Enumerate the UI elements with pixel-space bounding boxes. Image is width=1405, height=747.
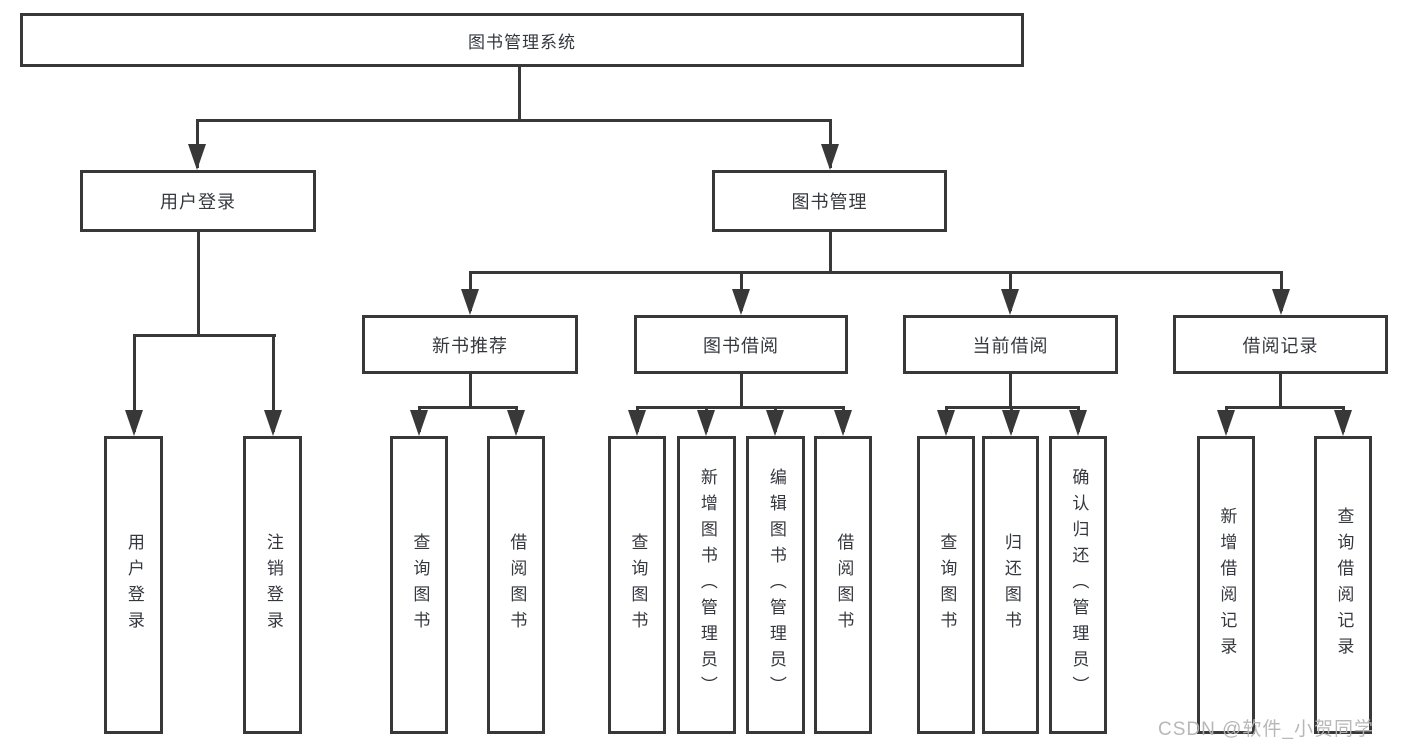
leaf-logout: 注销登录 — [243, 436, 302, 734]
arrow-down-icon — [125, 410, 143, 436]
leaf-user-login-label: 用户登录 — [124, 533, 144, 637]
leaf-add-borrow-record: 新增借阅记录 — [1197, 436, 1255, 734]
watermark-text: CSDN @软件_小贺同学 — [1158, 719, 1374, 740]
connector — [196, 119, 199, 168]
connector — [1225, 406, 1345, 409]
arrow-down-icon — [1069, 410, 1087, 436]
leaf-user-login: 用户登录 — [104, 436, 163, 734]
leaf-query-borrow-record-label: 查询借阅记录 — [1334, 507, 1354, 663]
leaf-confirm-return-admin: 确认归还（管理员） — [1049, 436, 1107, 734]
node-user-login: 用户登录 — [80, 170, 316, 232]
connector — [272, 334, 275, 432]
connector — [636, 406, 845, 409]
leaf-borrow-query-books: 查询图书 — [608, 436, 666, 734]
arrow-down-icon — [1217, 410, 1235, 436]
leaf-edit-books-admin: 编辑图书（管理员） — [746, 436, 805, 734]
leaf-recommend-query-books-label: 查询图书 — [410, 533, 430, 637]
leaf-recommend-borrow-books: 借阅图书 — [487, 436, 545, 734]
arrow-down-icon — [461, 289, 479, 315]
connector — [518, 66, 521, 121]
arrow-down-icon — [264, 410, 282, 436]
arrow-down-icon — [1334, 410, 1352, 436]
arrow-down-icon — [188, 144, 206, 170]
arrow-down-icon — [507, 410, 525, 436]
node-book-borrow-label: 图书借阅 — [703, 335, 779, 356]
connector — [1279, 372, 1282, 409]
node-new-book-recommend-label: 新书推荐 — [432, 335, 508, 356]
leaf-borrow-query-books-label: 查询图书 — [628, 533, 648, 637]
connector — [133, 334, 276, 337]
connector — [1009, 372, 1012, 409]
node-book-management-label: 图书管理 — [791, 192, 868, 212]
leaf-logout-label: 注销登录 — [263, 533, 283, 637]
leaf-recommend-borrow-books-label: 借阅图书 — [507, 533, 527, 637]
arrow-down-icon — [410, 410, 428, 436]
arrow-down-icon — [697, 410, 715, 436]
node-book-borrow: 图书借阅 — [634, 315, 848, 374]
node-root-label: 图书管理系统 — [468, 32, 576, 52]
leaf-recommend-query-books: 查询图书 — [390, 436, 448, 734]
leaf-borrow-books-label: 借阅图书 — [834, 533, 854, 637]
arrow-down-icon — [766, 410, 784, 436]
node-current-borrow: 当前借阅 — [903, 315, 1118, 374]
leaf-confirm-return-admin-label: 确认归还（管理员） — [1069, 468, 1089, 702]
arrow-down-icon — [732, 289, 750, 315]
node-root: 图书管理系统 — [20, 13, 1024, 67]
arrow-down-icon — [821, 144, 839, 170]
connector — [829, 231, 832, 273]
node-borrow-records: 借阅记录 — [1173, 315, 1388, 374]
node-borrow-records-label: 借阅记录 — [1242, 335, 1319, 356]
connector — [469, 372, 472, 409]
connector — [196, 119, 832, 122]
arrow-down-icon — [1272, 289, 1290, 315]
leaf-add-borrow-record-label: 新增借阅记录 — [1217, 507, 1237, 663]
arrow-down-icon — [937, 410, 955, 436]
node-current-borrow-label: 当前借阅 — [972, 335, 1049, 356]
leaf-add-books-admin-label: 新增图书（管理员） — [697, 468, 717, 702]
connector — [133, 334, 136, 432]
leaf-query-borrow-record: 查询借阅记录 — [1314, 436, 1372, 734]
leaf-return-books: 归还图书 — [982, 436, 1039, 734]
leaf-add-books-admin: 新增图书（管理员） — [677, 436, 736, 734]
connector — [740, 372, 743, 409]
leaf-current-query-books-label: 查询图书 — [937, 533, 957, 637]
connector — [197, 231, 200, 336]
arrow-down-icon — [628, 410, 646, 436]
connector — [469, 271, 1282, 274]
node-new-book-recommend: 新书推荐 — [362, 315, 578, 374]
connector — [418, 406, 518, 409]
node-user-login-label: 用户登录 — [160, 192, 236, 212]
arrow-down-icon — [834, 410, 852, 436]
leaf-current-query-books: 查询图书 — [917, 436, 975, 734]
arrow-down-icon — [1001, 289, 1019, 315]
leaf-edit-books-admin-label: 编辑图书（管理员） — [766, 468, 786, 702]
leaf-return-books-label: 归还图书 — [1001, 533, 1021, 637]
connector — [829, 119, 832, 168]
arrow-down-icon — [1002, 410, 1020, 436]
node-book-management: 图书管理 — [712, 170, 947, 232]
leaf-borrow-books: 借阅图书 — [814, 436, 872, 734]
